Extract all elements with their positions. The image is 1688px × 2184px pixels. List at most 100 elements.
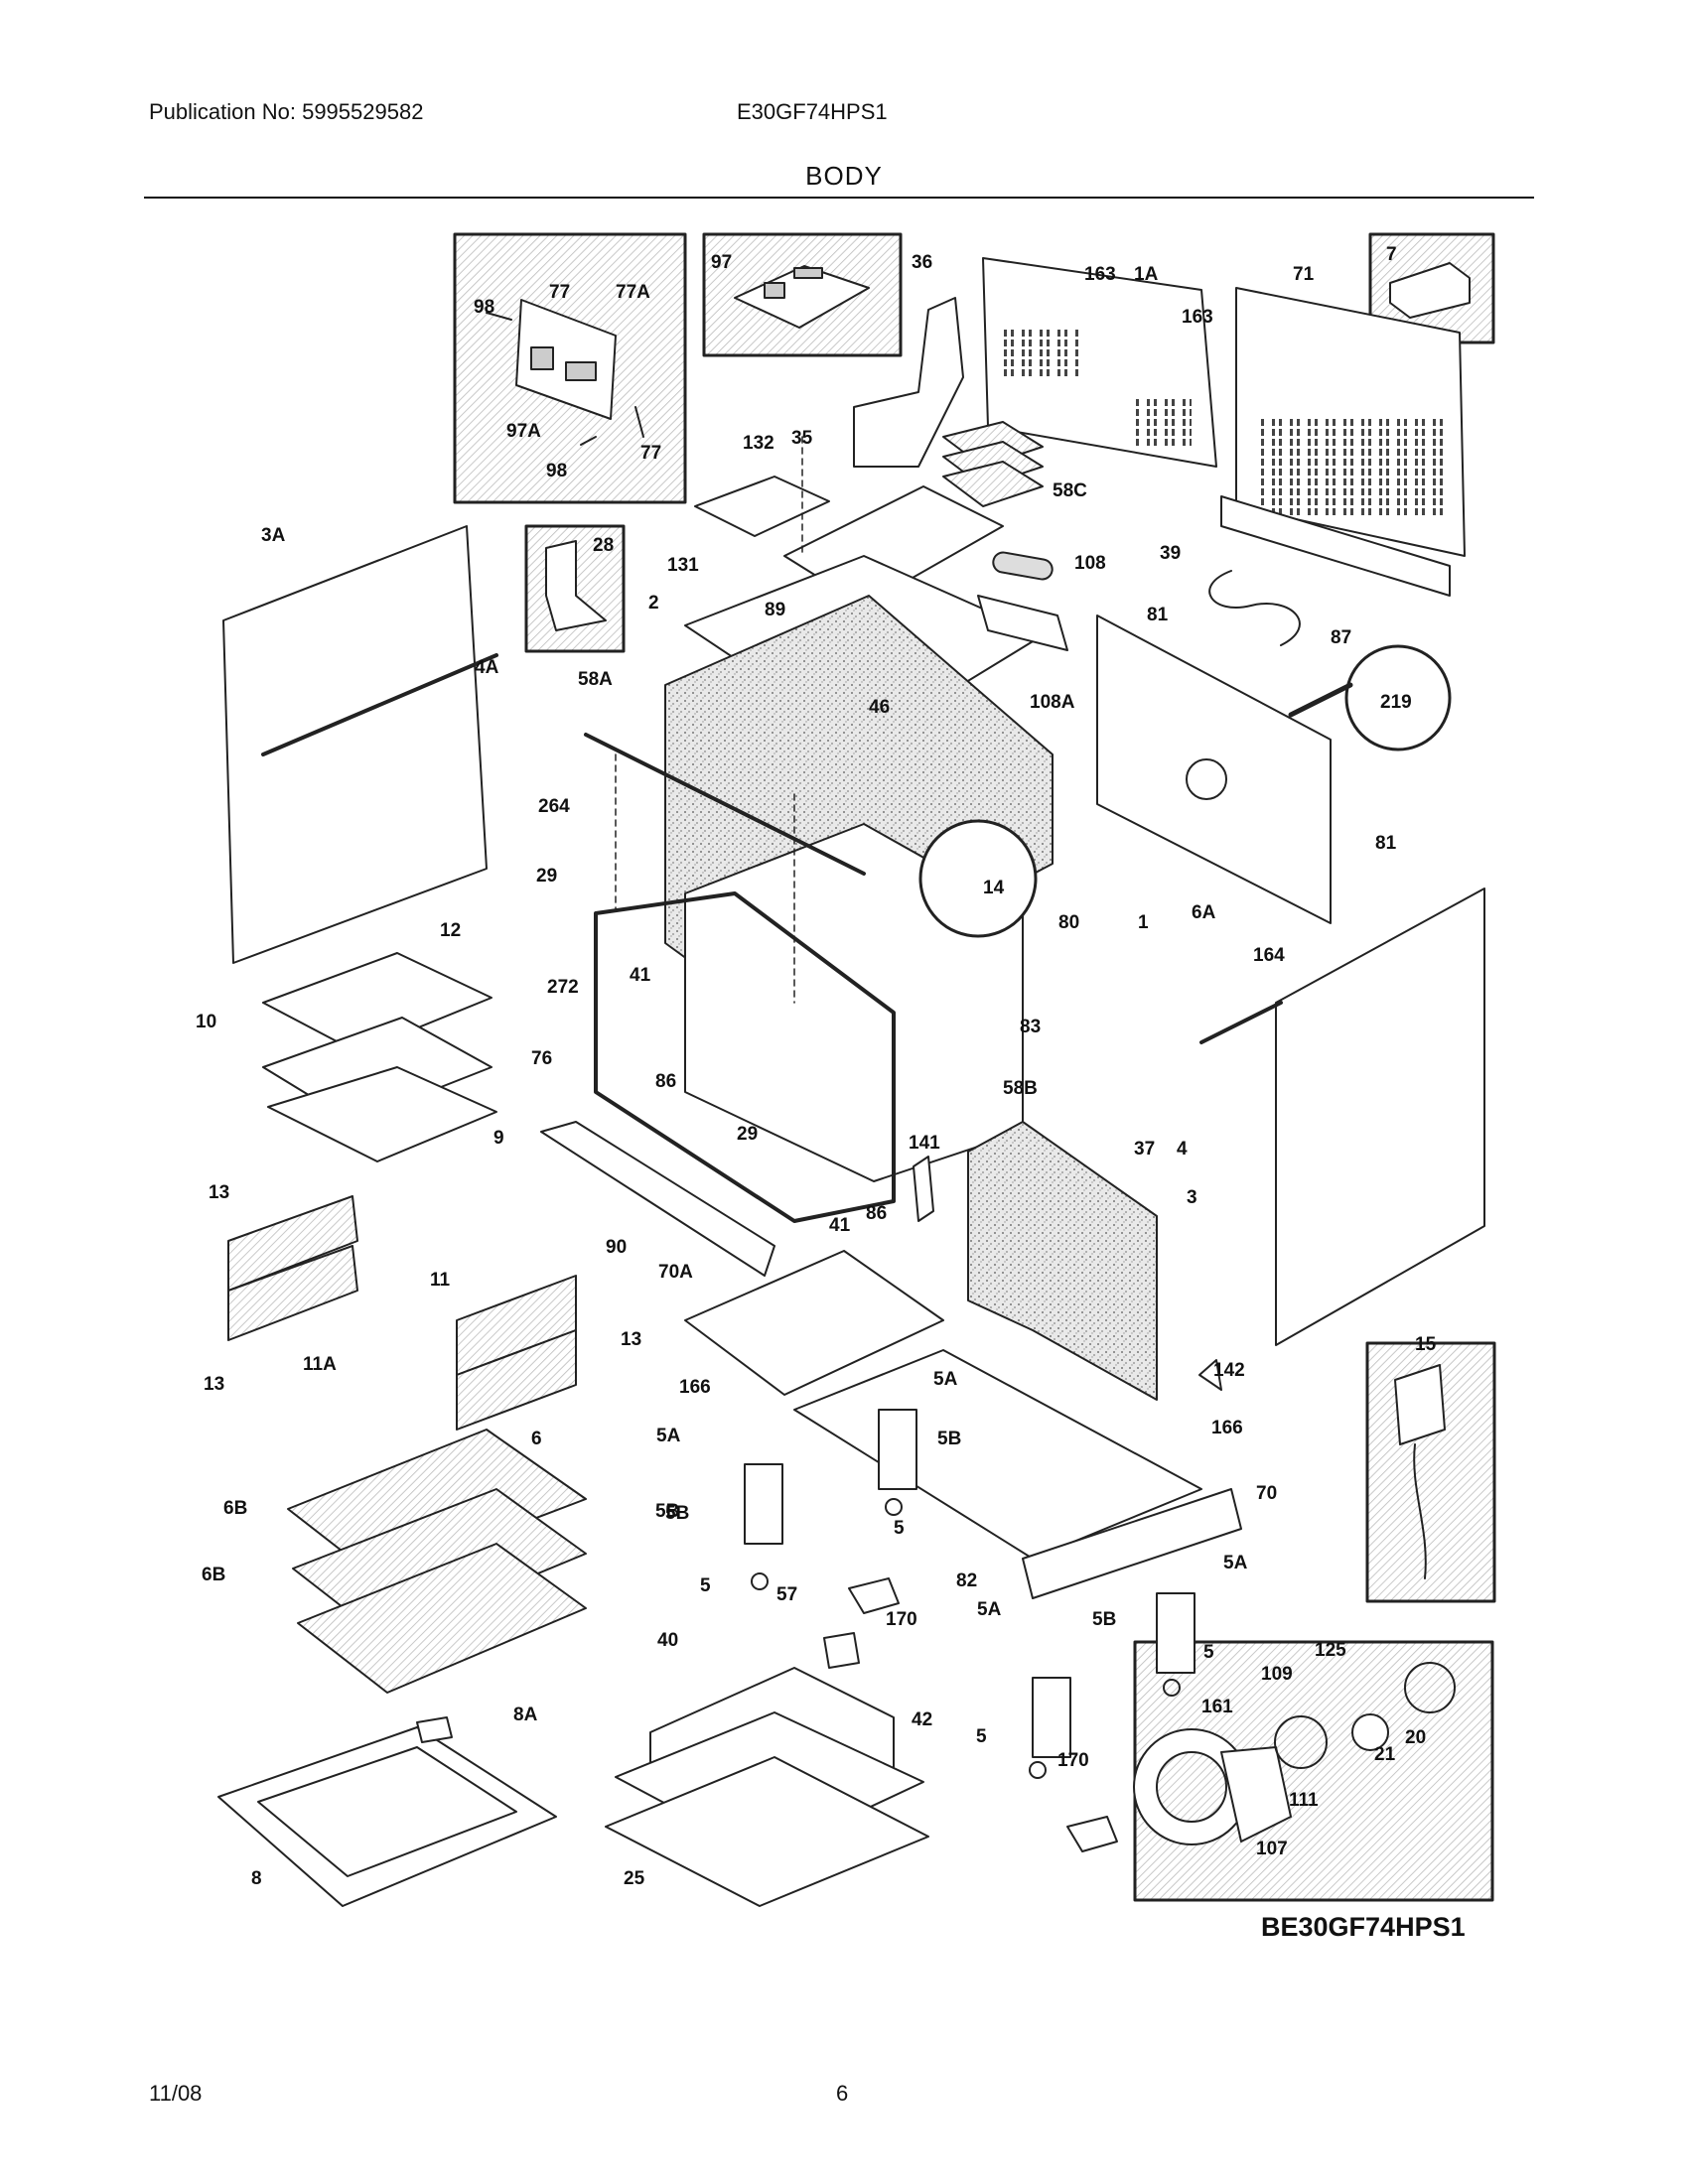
callout-label: 5B (665, 1503, 689, 1524)
callout-label: 83 (1020, 1017, 1041, 1037)
power-cord-39 (1208, 570, 1301, 646)
callout-label: 3 (1187, 1187, 1197, 1208)
callout-label: 142 (1213, 1360, 1245, 1381)
broiler-rack-6a (262, 952, 492, 1053)
callout-label: 272 (547, 977, 579, 998)
bracket-57 (823, 1632, 860, 1669)
callout-label: 5A (977, 1599, 1002, 1620)
callout-label: 9 (493, 1128, 504, 1149)
callout-label: 132 (743, 433, 774, 454)
callout-label: 81 (1375, 833, 1397, 854)
part-15 (1394, 1364, 1446, 1445)
callout-label: 11A (303, 1354, 337, 1375)
callout-label: 4A (475, 657, 499, 678)
bracket-141 (913, 1156, 934, 1222)
callout-label: 57 (776, 1584, 797, 1605)
callout-label: 58A (578, 669, 613, 690)
section-title: BODY (805, 161, 883, 191)
side-panel-3 (1275, 887, 1485, 1346)
callout-label: 76 (531, 1048, 552, 1069)
publication-number: Publication No: 5995529582 (149, 99, 424, 124)
callout-label: 2 (648, 593, 659, 614)
callout-label: 86 (866, 1203, 887, 1224)
callout-label: 35 (791, 428, 813, 449)
rack-support-11a (227, 1195, 358, 1292)
callout-label: 5B (655, 1501, 679, 1522)
control-board-97a (515, 299, 617, 420)
callout-label: 77A (616, 282, 650, 303)
callout-label: 13 (204, 1374, 224, 1395)
callout-label: 80 (1058, 912, 1079, 933)
callout-label: 161 (1201, 1697, 1233, 1717)
callout-label: 5 (700, 1575, 711, 1596)
igniter-108 (992, 551, 1054, 581)
callout-label: 163 (1084, 264, 1116, 285)
fan-disc-20 (1351, 1713, 1389, 1751)
board-97 (734, 265, 870, 329)
callout-label: 77 (549, 282, 570, 303)
inset-box-part-15 (1365, 1341, 1496, 1603)
callout-label: 77 (640, 443, 661, 464)
callout-label: 82 (956, 1570, 977, 1591)
callout-label: 5A (656, 1426, 681, 1446)
front-frame-76 (594, 891, 896, 1223)
callout-label: 5A (1223, 1553, 1248, 1573)
callout-label: 20 (1405, 1727, 1426, 1748)
burner-plate-25 (605, 1756, 929, 1907)
callout-label: 46 (869, 697, 890, 718)
detail-circle-14 (918, 819, 1038, 938)
bracket-7 (1389, 262, 1471, 319)
header-divider (144, 197, 1534, 199)
callout-label: 1 (1138, 912, 1149, 933)
callout-label: 12 (440, 920, 461, 941)
callout-label: 70 (1256, 1483, 1277, 1504)
callout-label: 3A (261, 525, 286, 546)
detail-circle-219 (1344, 644, 1452, 751)
base-rail-70 (1022, 1488, 1242, 1599)
callout-label: 6A (1192, 902, 1216, 923)
callout-label: 98 (474, 297, 494, 318)
callout-label: 13 (209, 1182, 229, 1203)
callout-label: 25 (624, 1868, 645, 1889)
callout-label: 170 (1057, 1750, 1089, 1771)
bracket-8a (416, 1716, 453, 1743)
callout-label: 6B (202, 1565, 225, 1585)
model-number: E30GF74HPS1 (737, 99, 888, 124)
callout-label: 108A (1030, 692, 1075, 713)
bracket-28 (545, 540, 607, 631)
callout-label: 6 (531, 1429, 542, 1449)
callout-label: 40 (657, 1630, 678, 1651)
callout-label: 164 (1253, 945, 1285, 966)
callout-label: 41 (829, 1215, 851, 1236)
callout-label: 4 (1177, 1139, 1188, 1160)
callout-label: 29 (737, 1124, 758, 1145)
callout-label: 1A (1134, 264, 1159, 285)
insulation-58b (967, 1121, 1158, 1401)
callout-label: 42 (912, 1709, 932, 1730)
callout-label: 13 (621, 1329, 641, 1350)
rail-87 (1220, 495, 1451, 597)
callout-label: 8 (251, 1868, 262, 1889)
callout-label: 81 (1147, 605, 1169, 625)
callout-label: 5 (894, 1518, 905, 1539)
diagram-code: BE30GF74HPS1 (1261, 1912, 1466, 1942)
callout-label: 166 (1211, 1418, 1243, 1438)
broiler-pan-9 (267, 1066, 497, 1162)
callout-label: 14 (983, 878, 1005, 898)
callout-label: 10 (196, 1012, 216, 1032)
callout-label: 5A (933, 1369, 958, 1390)
callout-label: 107 (1256, 1839, 1288, 1859)
callout-label: 29 (536, 866, 557, 887)
callout-label: 86 (655, 1071, 676, 1092)
side-panel-3a (222, 525, 488, 964)
pan-8 (217, 1726, 557, 1907)
callout-label: 7 (1386, 244, 1397, 265)
trim-264 (584, 733, 866, 876)
callout-label: 97 (711, 252, 732, 273)
callout-label: 21 (1374, 1744, 1396, 1765)
callout-label: 170 (886, 1609, 917, 1630)
callout-label: 97A (506, 421, 541, 442)
base-rail-70a (684, 1250, 944, 1396)
leveling-leg-5b (744, 1463, 783, 1545)
trim-90 (540, 1121, 775, 1277)
